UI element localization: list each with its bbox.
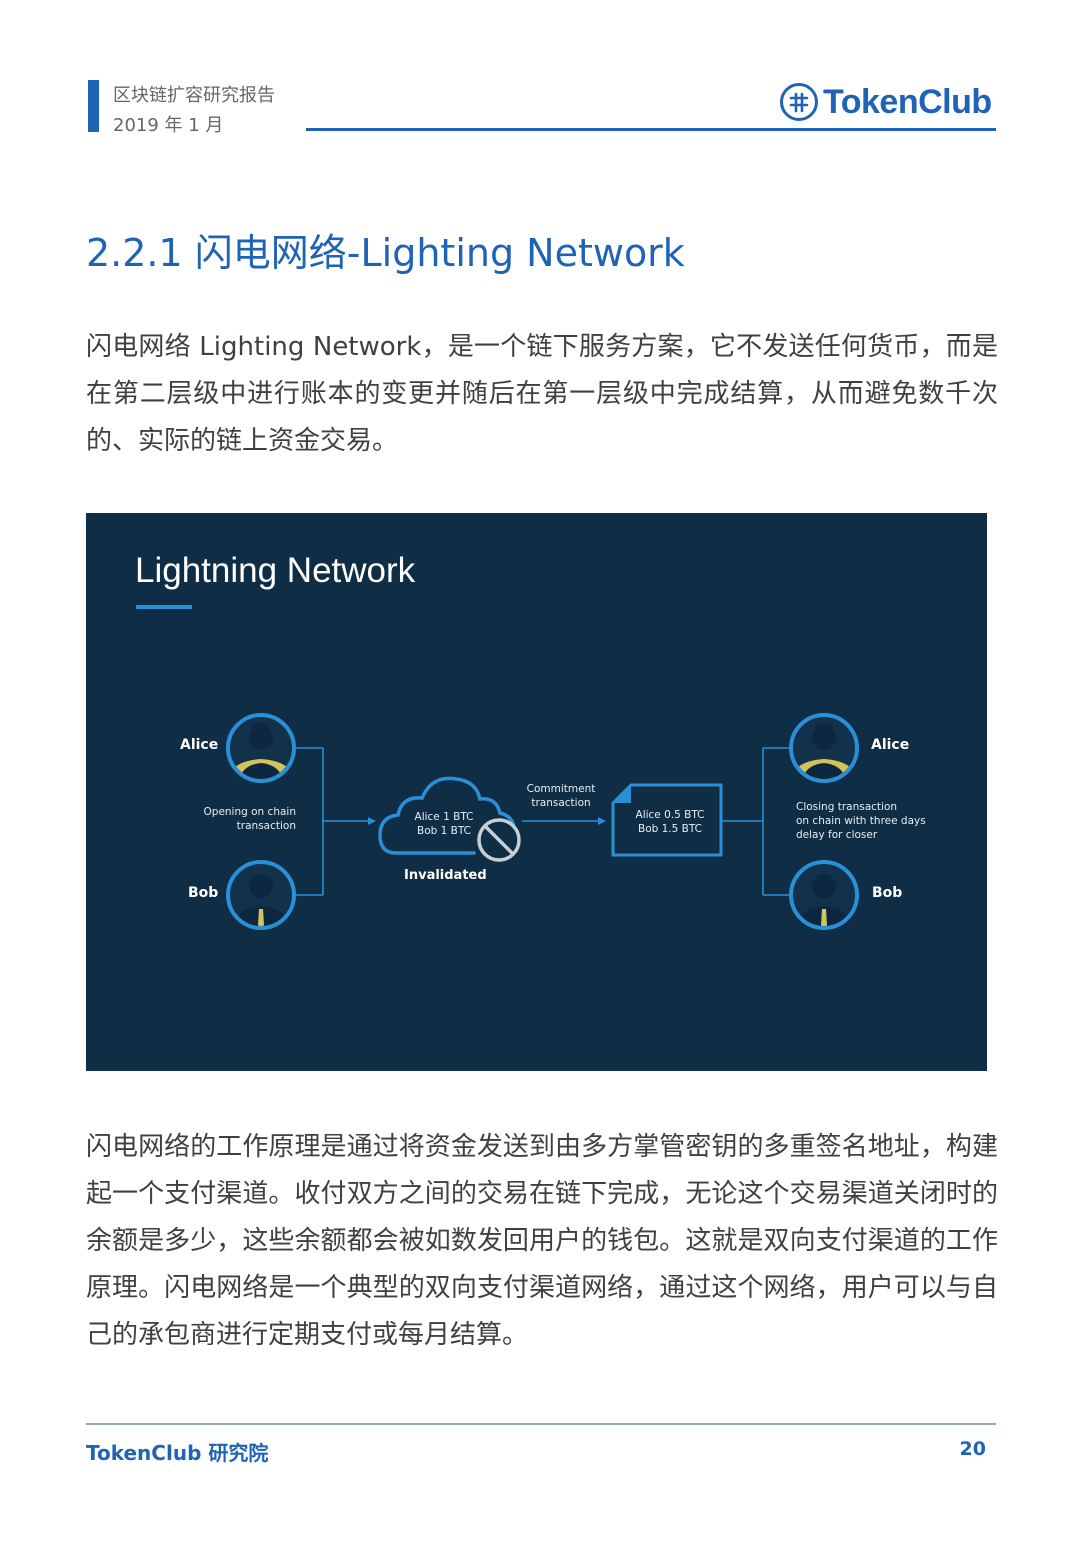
document-balance-alice: Alice 0.5 BTC <box>635 809 705 821</box>
commitment-caption-line-1: Commitment <box>526 783 596 795</box>
left-bob-label: Bob <box>188 885 219 901</box>
footer-brand: TokenClub 研究院 <box>86 1441 269 1465</box>
section-title: 2.2.1 闪电网络-Lighting Network <box>86 231 685 275</box>
document-balance-bob: Bob 1.5 BTC <box>638 823 702 835</box>
tokenclub-logo-icon <box>780 83 818 121</box>
cloud-balance-alice: Alice 1 BTC <box>414 811 474 823</box>
diagram-title-underline <box>136 605 192 609</box>
diagram-graphics <box>226 713 859 930</box>
commitment-caption: Commitment transaction <box>518 782 604 810</box>
right-alice-label: Alice <box>871 737 910 753</box>
header-divider <box>306 128 996 131</box>
cloud-icon <box>378 776 516 855</box>
tokenclub-logo-text: TokenClub <box>823 82 992 121</box>
document-icon <box>611 783 723 857</box>
left-alice-label: Alice <box>180 737 219 753</box>
diagram-title: Lightning Network <box>135 551 416 590</box>
report-title: 区块链扩容研究报告 <box>113 85 275 106</box>
opening-caption-line-2: transaction <box>236 820 296 832</box>
invalidated-prohibit-icon <box>477 818 521 862</box>
footer-divider <box>86 1423 996 1425</box>
opening-caption: Opening on chain transaction <box>204 805 296 833</box>
opening-caption-line-1: Opening on chain <box>203 806 296 818</box>
arrow-to-document-icon <box>598 817 606 825</box>
page-number: 20 <box>959 1438 986 1460</box>
closing-caption-line-1: Closing transaction <box>796 801 898 813</box>
report-date: 2019 年 1 月 <box>113 115 224 136</box>
opening-connector <box>295 747 368 896</box>
avatar-left-alice <box>226 713 296 783</box>
header-accent-bar <box>88 80 99 132</box>
commitment-caption-line-2: transaction <box>531 797 591 809</box>
closing-caption: Closing transaction on chain with three … <box>796 800 926 842</box>
right-bob-label: Bob <box>872 885 903 901</box>
closing-caption-line-2: on chain with three days <box>796 815 926 827</box>
avatar-left-bob <box>226 860 296 930</box>
tokenclub-logo: TokenClub <box>780 80 992 124</box>
intro-paragraph: 闪电网络 Lighting Network，是一个链下服务方案，它不发送任何货币… <box>86 332 998 456</box>
closing-connector <box>721 747 790 896</box>
cloud-balance-bob: Bob 1 BTC <box>417 825 471 837</box>
avatar-right-alice <box>789 713 859 783</box>
cloud-balances: Alice 1 BTC Bob 1 BTC <box>402 810 486 838</box>
lightning-network-diagram: Lightning Network Alice Bob Opening on c… <box>86 513 987 1071</box>
avatar-right-bob <box>789 860 859 930</box>
invalidated-label: Invalidated <box>404 868 487 883</box>
document-balances: Alice 0.5 BTC Bob 1.5 BTC <box>626 808 714 836</box>
principle-paragraph: 闪电网络的工作原理是通过将资金发送到由多方掌管密钥的多重签名地址，构建起一个支付… <box>86 1132 998 1350</box>
arrow-to-cloud-icon <box>368 817 376 825</box>
closing-caption-line-3: delay for closer <box>796 829 878 841</box>
